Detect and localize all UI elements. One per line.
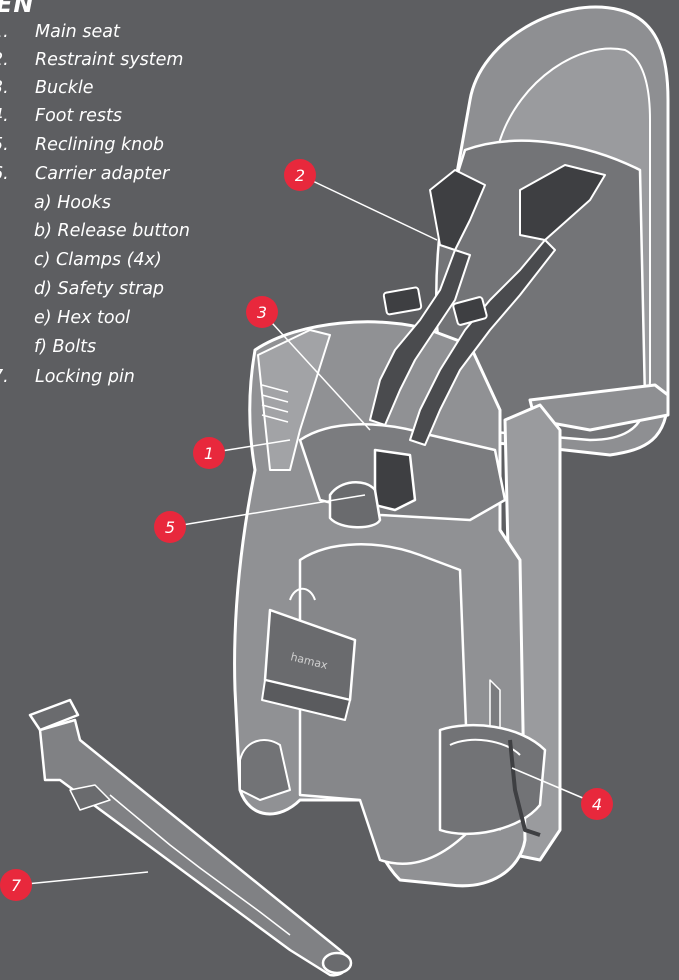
callout-1-label: 1 [204,444,214,463]
legend-subitem-release-button: b) Release button [34,221,190,241]
callout-3-label: 3 [257,303,267,322]
legend-item-label: Foot rests [35,106,122,126]
callout-4: 4 [581,788,613,820]
legend-item-number: 5. [0,135,9,155]
callout-1: 1 [193,437,225,469]
callout-2-label: 2 [295,166,305,185]
legend-item-number: 2. [0,50,9,70]
seat-illustration: hamax [235,7,668,886]
callout-2: 2 [284,159,316,191]
legend-item-label: Reclining knob [35,135,164,155]
legend-item-label: Carrier adapter [35,164,169,184]
legend-item-label: Locking pin [35,367,135,387]
callout-7-label: 7 [11,876,22,895]
legend-subitem-hooks: a) Hooks [34,193,111,213]
callout-7: 7 [0,869,32,901]
callout-4-label: 4 [592,795,602,814]
callout-3: 3 [246,296,278,328]
callout-5-label: 5 [165,518,175,537]
legend-item-label: Restraint system [35,50,183,70]
legend-item-label: Buckle [35,78,93,98]
legend-subitem-safety-strap: d) Safety strap [34,279,164,299]
legend-item-number: 1. [0,22,9,42]
legend-item-number: 7. [0,367,9,387]
legend-item-number: 3. [0,78,9,98]
language-heading: EN [0,0,34,18]
legend-item-number: 6. [0,164,9,184]
callout-5: 5 [154,511,186,543]
legend-item-label: Main seat [35,22,120,42]
legend-subitem-clamps: c) Clamps (4x) [34,250,162,270]
legend-subitem-hex-tool: e) Hex tool [34,308,130,328]
legend-item-number: 4. [0,106,9,126]
legend-subitem-bolts: f) Bolts [34,337,96,357]
